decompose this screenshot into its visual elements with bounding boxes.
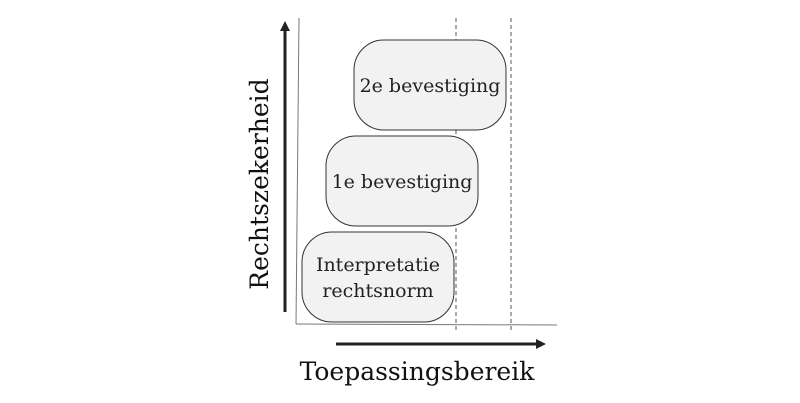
box-1e-bevestiging: 1e bevestiging — [325, 135, 479, 227]
box-2e-bevestiging: 2e bevestiging — [353, 39, 507, 131]
plot-frame-bottom — [295, 323, 558, 326]
x-axis-label: Toepassingsbereik — [300, 357, 536, 386]
box-label-line1: Interpretatie — [316, 254, 440, 276]
box-label-line2: rechtsnorm — [322, 280, 433, 302]
box-label: 2e bevestiging — [360, 75, 501, 97]
box-interpretatie-rechtsnorm: Interpretatie rechtsnorm — [301, 231, 455, 323]
box-shape — [325, 135, 479, 227]
box-shape — [353, 39, 507, 131]
box-shape — [301, 231, 455, 323]
box-label: 1e bevestiging — [332, 171, 473, 193]
plot-frame-left — [295, 17, 300, 325]
y-axis-label: Rechtszekerheid — [245, 78, 274, 289]
